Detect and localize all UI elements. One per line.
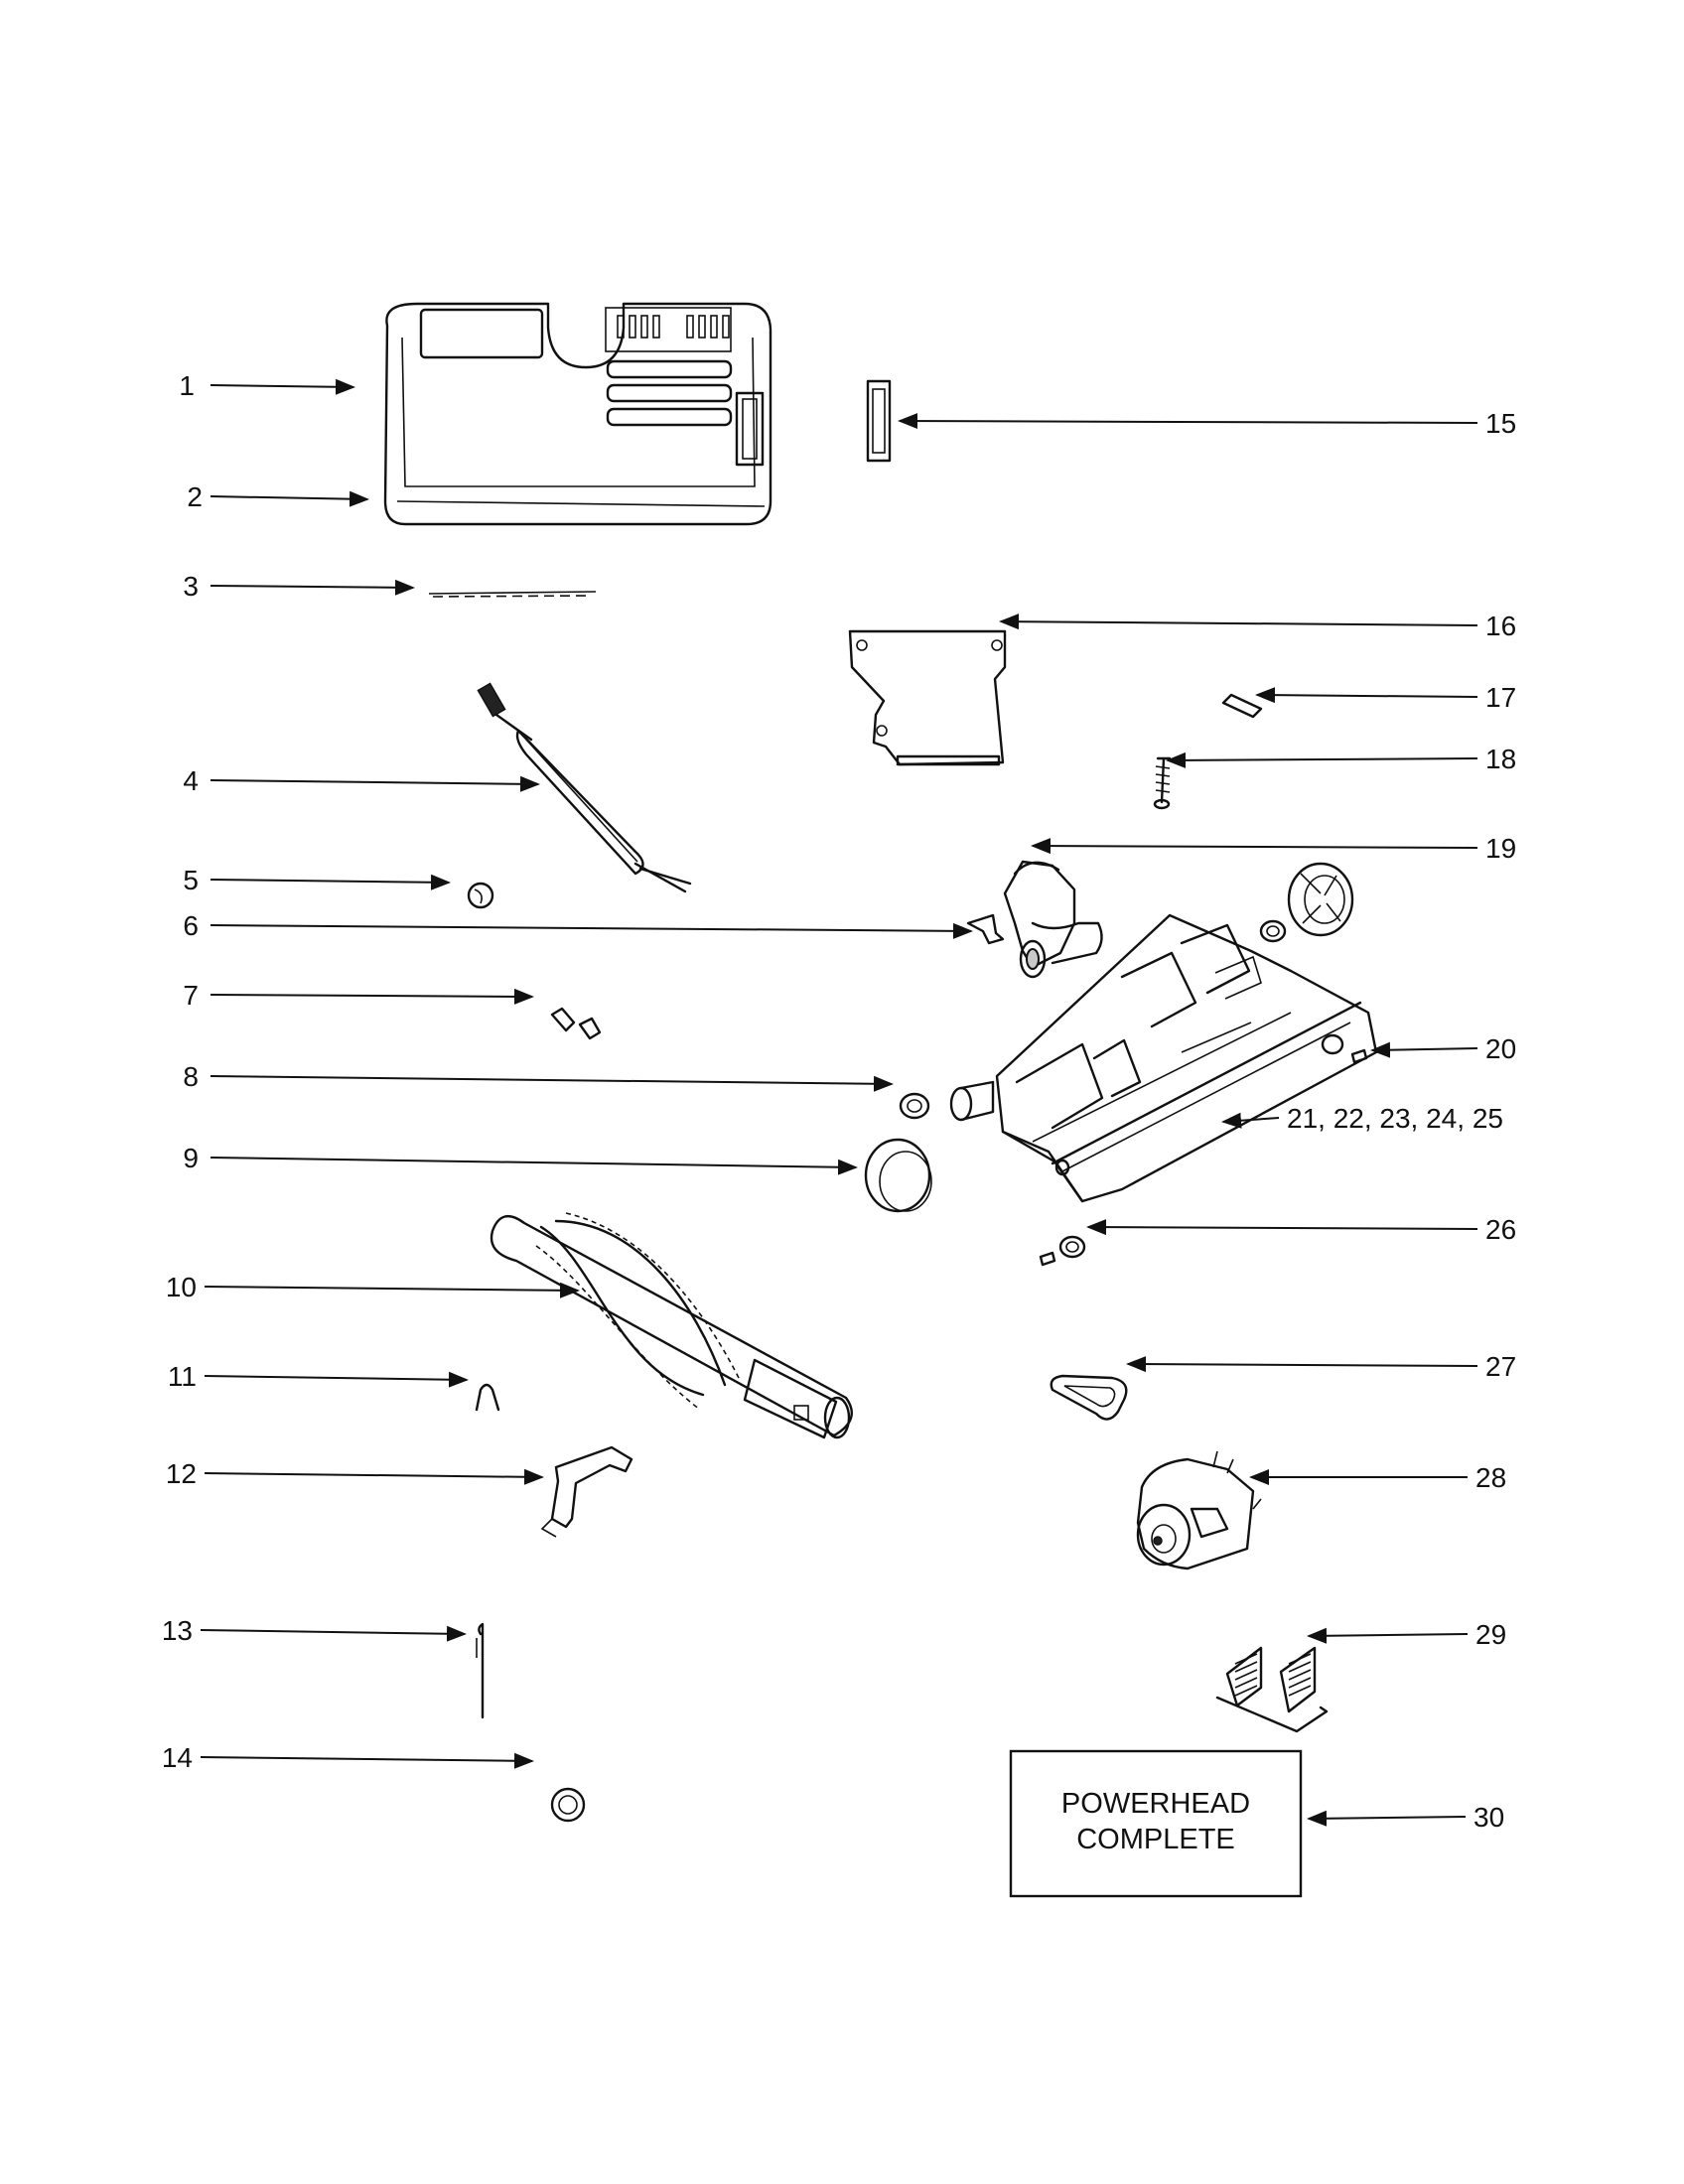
callout-15: 15 <box>1485 408 1516 439</box>
part-hood-cover <box>383 302 772 526</box>
part-screw <box>1153 756 1172 810</box>
callout-11: 11 <box>168 1361 197 1392</box>
callout-6: 6 <box>183 910 199 941</box>
part-strip <box>428 591 597 598</box>
callout-30: 30 <box>1474 1802 1504 1833</box>
part-brush-roll <box>490 1212 854 1439</box>
callout-8: 8 <box>183 1061 199 1092</box>
callout-21-25: 21, 22, 23, 24, 25 <box>1287 1103 1503 1134</box>
part-slot-piece <box>1221 693 1263 719</box>
powerhead-complete-box: POWERHEAD COMPLETE <box>1009 1749 1303 1898</box>
part-small-knob <box>467 882 494 909</box>
callout-12: 12 <box>166 1458 197 1489</box>
callout-5: 5 <box>183 865 199 895</box>
callout-27: 27 <box>1485 1351 1516 1382</box>
part-cord-assembly <box>477 682 692 893</box>
callout-13: 13 <box>162 1615 193 1646</box>
part-filter <box>1215 1646 1329 1733</box>
callout-18: 18 <box>1485 744 1516 774</box>
leader-lines <box>200 378 1478 1827</box>
part-washer-pin <box>1039 1235 1086 1267</box>
callout-10: 10 <box>166 1272 197 1302</box>
callout-17: 17 <box>1485 682 1516 713</box>
callout-7: 7 <box>183 980 199 1011</box>
callout-28: 28 <box>1475 1462 1506 1493</box>
part-belt <box>1050 1374 1128 1421</box>
part-powerhead-housing <box>949 913 1378 1203</box>
part-ring <box>550 1787 586 1823</box>
part-spring-clip <box>475 1383 500 1412</box>
callout-29: 29 <box>1475 1619 1506 1650</box>
powerhead-line1: POWERHEAD <box>1061 1788 1250 1820</box>
callout-16: 16 <box>1485 611 1516 641</box>
powerhead-line2: COMPLETE <box>1076 1824 1235 1855</box>
part-wheel <box>864 1138 932 1213</box>
callout-3: 3 <box>183 571 199 602</box>
part-axle-pin <box>1350 1048 1368 1064</box>
callout-4: 4 <box>183 765 199 796</box>
callout-2: 2 <box>187 481 203 512</box>
part-bracket <box>540 1445 633 1538</box>
part-base-plate <box>848 629 1007 766</box>
part-washer-left <box>899 1092 930 1120</box>
part-wheel-rear <box>1259 862 1354 943</box>
callout-26: 26 <box>1485 1214 1516 1245</box>
part-swivel-neck <box>1003 860 1103 979</box>
part-pin <box>476 1622 485 1719</box>
part-motor <box>1136 1450 1262 1570</box>
callout-1: 1 <box>179 370 195 401</box>
callout-9: 9 <box>183 1143 199 1173</box>
part-insert <box>866 379 892 463</box>
part-wire-connectors <box>550 1007 602 1040</box>
callout-numbers: 1 2 3 4 5 6 7 8 9 10 11 12 13 14 15 16 1… <box>162 370 1516 1833</box>
callout-19: 19 <box>1485 833 1516 864</box>
part-clip <box>966 913 1005 945</box>
callout-20: 20 <box>1485 1033 1516 1064</box>
callout-14: 14 <box>162 1742 193 1773</box>
